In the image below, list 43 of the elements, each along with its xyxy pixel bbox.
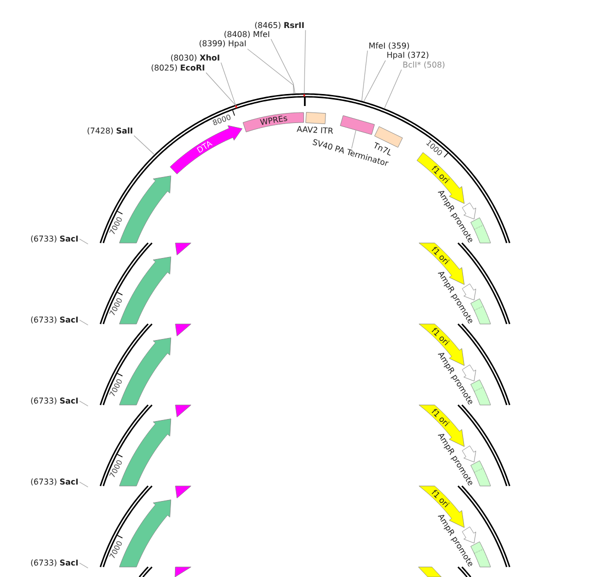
feature-box — [340, 115, 375, 135]
site-label: (6733) SacI — [31, 559, 78, 567]
feature-fragment — [418, 566, 442, 577]
site-label: (8399) HpaI — [200, 40, 246, 48]
leader-line — [206, 72, 236, 106]
feature-fragment — [175, 324, 192, 336]
leader-line — [79, 482, 88, 488]
leader-line — [79, 562, 88, 568]
feature-block — [470, 380, 491, 406]
site-label: (6733) SacI — [31, 316, 78, 324]
leader-line — [247, 48, 294, 94]
feature-block — [470, 218, 491, 244]
feature-block — [470, 460, 491, 486]
leader-line — [361, 50, 368, 102]
leader-line — [304, 30, 306, 94]
leader-line — [79, 400, 88, 406]
feature-fragment — [175, 242, 192, 256]
feature-fragment — [175, 404, 192, 418]
feature-block — [470, 298, 491, 324]
feature-fragment — [175, 486, 192, 498]
feature-block: DTA — [170, 125, 242, 174]
site-label: (6733) SacI — [31, 478, 78, 486]
site-label: MfeI (359) — [369, 42, 409, 50]
leader-line — [220, 62, 236, 106]
leader-line — [384, 69, 402, 109]
site-label: (8025) EcoRI — [152, 64, 204, 72]
site-label: (8408) MfeI — [224, 30, 270, 38]
leader-line — [79, 320, 88, 326]
feature-fragment — [174, 566, 192, 577]
site-label: (6733) SacI — [31, 235, 78, 243]
leader-line — [134, 135, 155, 156]
site-label: (8030) XhoI — [171, 54, 220, 62]
site-label: (7428) SalI — [88, 127, 132, 135]
site-label: (6733) SacI — [31, 397, 78, 405]
site-label: BclI* (508) — [403, 61, 444, 69]
leader-line — [351, 130, 356, 149]
site-label: (8465) RsrII — [255, 22, 304, 30]
feature-block — [470, 541, 491, 568]
leader-line — [79, 238, 88, 244]
site-label: HpaI (372) — [387, 52, 428, 60]
leader-line — [363, 60, 386, 102]
cut-site-mark — [235, 105, 238, 108]
leader-line — [270, 38, 296, 94]
